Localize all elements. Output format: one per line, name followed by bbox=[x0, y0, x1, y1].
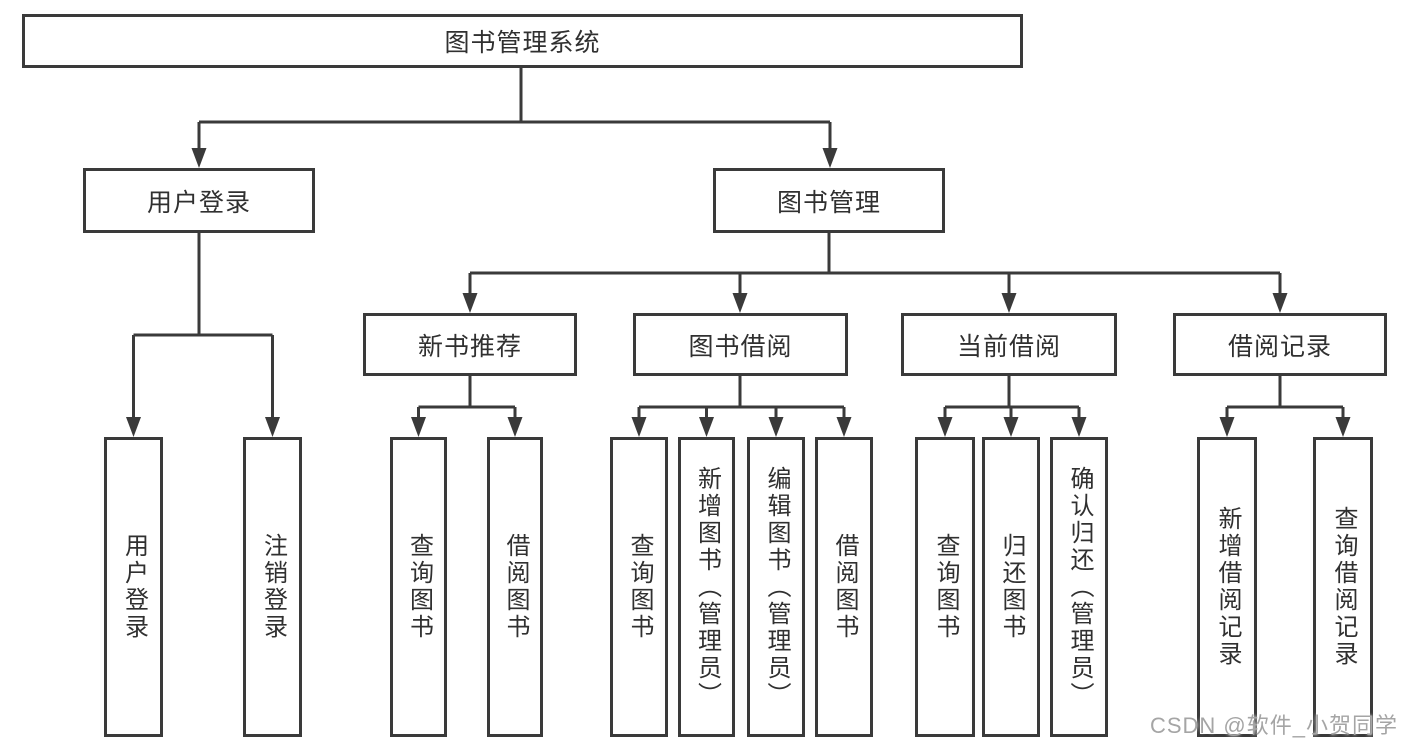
leaf-logout-login-label: 注销登录 bbox=[259, 533, 287, 641]
node-book-borrowing: 图书借阅 bbox=[633, 313, 848, 376]
leaf-user-login: 用户登录 bbox=[104, 437, 163, 737]
node-new-book-recommend-label: 新书推荐 bbox=[417, 332, 522, 361]
node-new-book-recommend: 新书推荐 bbox=[363, 313, 577, 376]
leaf-borrow-books-2-label: 借阅图书 bbox=[831, 533, 858, 641]
leaf-query-books-2: 查询图书 bbox=[610, 437, 668, 737]
leaf-user-login-label: 用户登录 bbox=[120, 533, 148, 641]
leaf-return-books: 归还图书 bbox=[982, 437, 1040, 737]
leaf-edit-books-admin-label: 编辑图书（管理员） bbox=[763, 465, 790, 709]
node-book-management-label: 图书管理 bbox=[776, 188, 881, 217]
leaf-query-books-2-label: 查询图书 bbox=[626, 533, 653, 641]
node-current-borrowing-label: 当前借阅 bbox=[956, 332, 1061, 361]
leaf-confirm-return-admin: 确认归还（管理员） bbox=[1050, 437, 1108, 737]
leaf-logout-login: 注销登录 bbox=[243, 437, 302, 737]
leaf-add-borrow-record-label: 新增借阅记录 bbox=[1214, 506, 1241, 668]
leaf-edit-books-admin: 编辑图书（管理员） bbox=[747, 437, 805, 737]
csdn-watermark: CSDN @软件_小贺同学 bbox=[1149, 713, 1398, 738]
leaf-query-borrow-record: 查询借阅记录 bbox=[1313, 437, 1373, 737]
node-user-login: 用户登录 bbox=[83, 168, 315, 233]
node-library-system: 图书管理系统 bbox=[22, 14, 1023, 68]
leaf-query-borrow-record-label: 查询借阅记录 bbox=[1330, 506, 1357, 668]
leaf-borrow-books-1-label: 借阅图书 bbox=[502, 533, 529, 641]
leaf-query-books-3-label: 查询图书 bbox=[932, 533, 959, 641]
leaf-add-books-admin-label: 新增图书（管理员） bbox=[693, 465, 721, 709]
leaf-add-borrow-record: 新增借阅记录 bbox=[1197, 437, 1257, 737]
node-book-borrowing-label: 图书借阅 bbox=[688, 332, 793, 361]
node-library-system-label: 图书管理系统 bbox=[444, 29, 601, 57]
leaf-add-books-admin: 新增图书（管理员） bbox=[678, 437, 735, 737]
leaf-query-books-1: 查询图书 bbox=[390, 437, 447, 737]
leaf-borrow-books-1: 借阅图书 bbox=[487, 437, 543, 737]
node-user-login-label: 用户登录 bbox=[146, 188, 251, 217]
leaf-return-books-label: 归还图书 bbox=[998, 533, 1025, 641]
node-current-borrowing: 当前借阅 bbox=[901, 313, 1117, 376]
leaf-query-books-1-label: 查询图书 bbox=[405, 533, 433, 641]
node-borrowing-records-label: 借阅记录 bbox=[1227, 332, 1332, 361]
leaf-borrow-books-2: 借阅图书 bbox=[815, 437, 873, 737]
node-book-management: 图书管理 bbox=[713, 168, 945, 233]
leaf-confirm-return-admin-label: 确认归还（管理员） bbox=[1066, 465, 1093, 709]
leaf-query-books-3: 查询图书 bbox=[915, 437, 975, 737]
node-borrowing-records: 借阅记录 bbox=[1173, 313, 1387, 376]
